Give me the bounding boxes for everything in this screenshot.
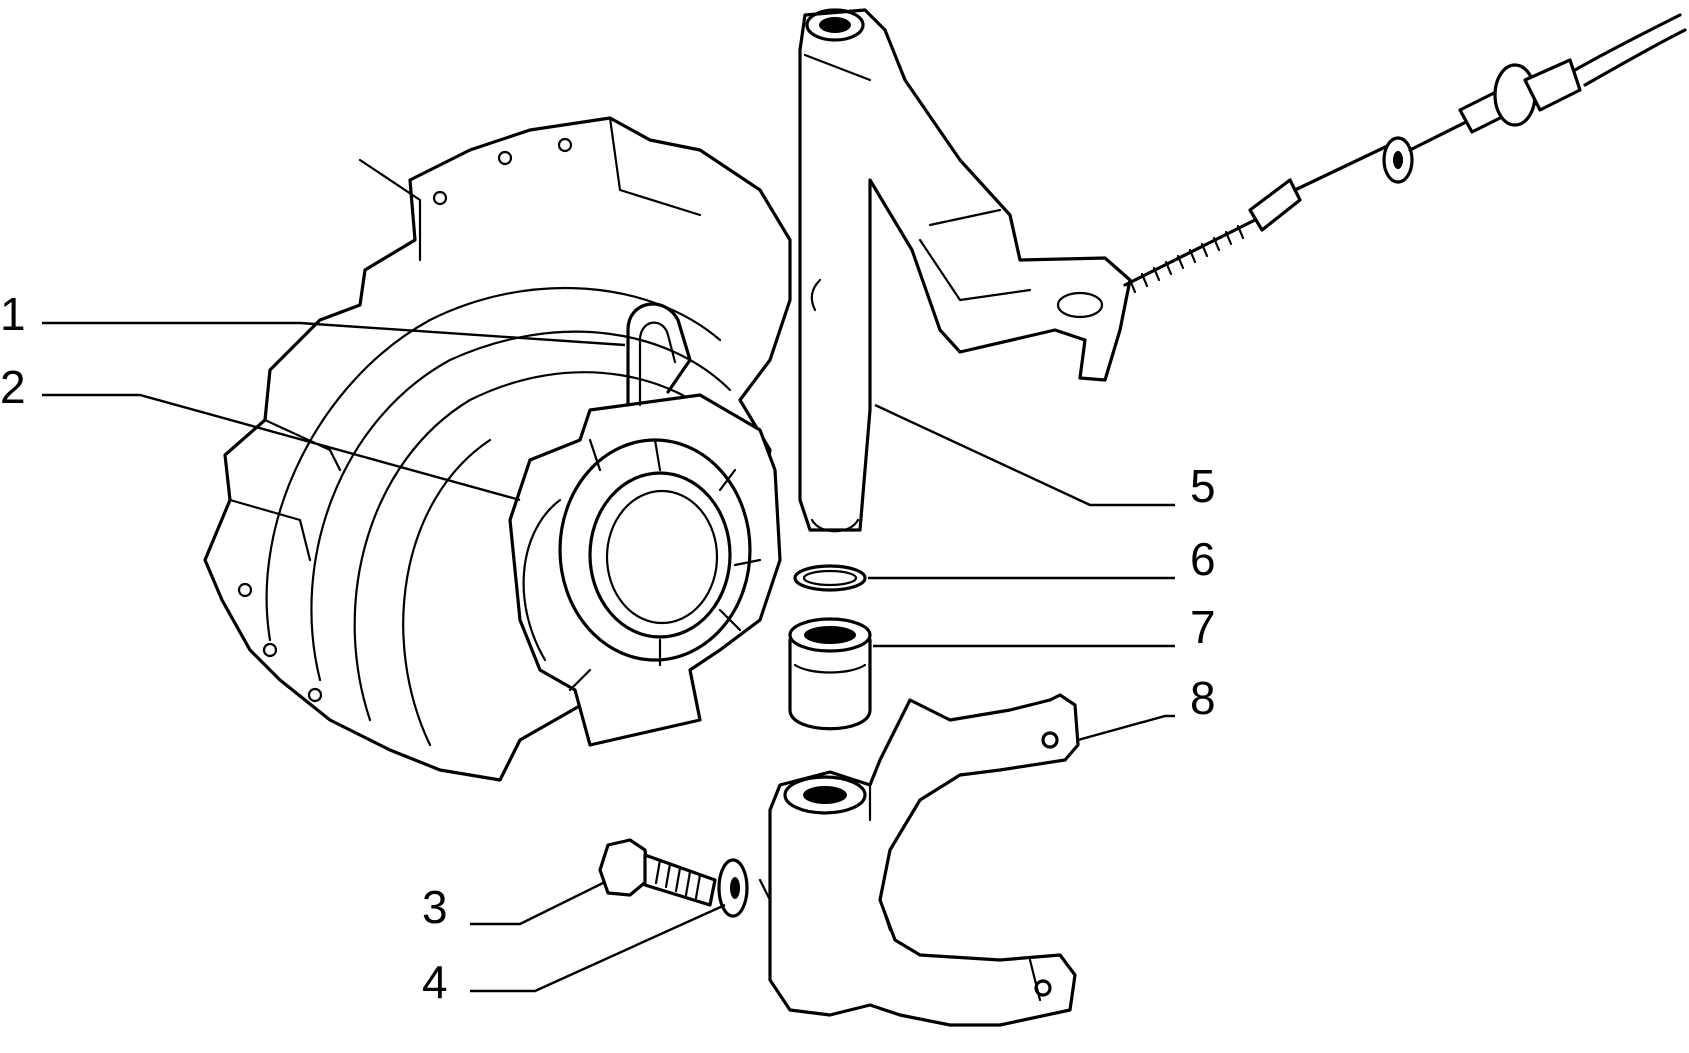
callout-2: 2 [0,361,26,413]
washer [793,564,867,592]
bolt [598,838,717,907]
spring-clip [626,302,692,407]
fork-shaft [798,8,1132,533]
callout-4: 4 [422,956,448,1008]
bushing [788,617,872,731]
leader-lines [42,321,1175,993]
leader-5 [874,403,1175,507]
callout-1: 1 [0,288,26,340]
clutch-cable [1123,13,1687,294]
leader-8 [1077,714,1175,742]
leader-2 [42,393,521,502]
callout-5: 5 [1190,460,1216,512]
callout-8: 8 [1190,672,1216,724]
callout-labels: 1 2 3 4 5 6 7 8 [0,288,1216,1008]
callout-3: 3 [422,881,448,933]
callout-6: 6 [1190,533,1216,585]
leader-3 [470,880,606,926]
lock-washer [717,858,749,918]
leader-1 [42,321,626,347]
release-fork [758,693,1080,1027]
release-bearing [508,393,782,747]
callout-7: 7 [1190,601,1216,653]
leader-4 [470,903,726,993]
